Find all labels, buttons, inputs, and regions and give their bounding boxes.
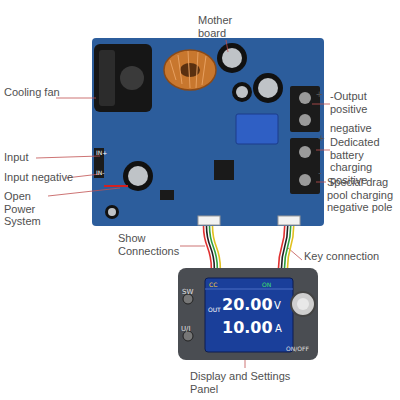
node-text: A	[275, 324, 282, 334]
leader-lines	[36, 40, 330, 368]
node-text: SW	[182, 289, 193, 296]
node-text: 10.00	[222, 320, 273, 336]
capacitor	[232, 82, 252, 102]
terminal-screw	[299, 114, 311, 126]
capacitor	[105, 205, 119, 219]
capacitor	[217, 43, 247, 73]
node-text: ON/OFF	[286, 346, 309, 352]
node-text: OUT	[208, 307, 221, 313]
fan-hub	[120, 66, 144, 90]
lcd-divider	[205, 289, 293, 290]
relay	[236, 114, 278, 144]
node-text: 20.00	[222, 297, 273, 313]
callout-label: Special drag pool charging negative pole	[327, 176, 400, 214]
terminal-screw	[299, 174, 311, 186]
terminal-screw	[299, 92, 311, 104]
input-terminal	[94, 148, 104, 178]
coil-core	[180, 63, 200, 77]
terminal-screw	[299, 146, 311, 158]
capacitor-top	[222, 48, 242, 68]
motherboard: IN+ IN-	[92, 38, 324, 226]
node-text: V	[274, 301, 281, 311]
key-connector	[278, 216, 300, 225]
wire-strand	[213, 226, 221, 268]
node-text: IN-	[96, 170, 104, 176]
capacitor-top	[128, 166, 148, 186]
wire-strand	[204, 226, 212, 268]
ui-button	[183, 331, 193, 341]
lcd-screen	[205, 278, 293, 352]
callout-label: Input negative	[4, 171, 94, 184]
toroid-coil	[164, 50, 216, 90]
cooling-fan	[94, 44, 152, 112]
callout-label: Input	[4, 151, 64, 164]
wire-strand	[285, 226, 291, 268]
display-connector	[198, 216, 220, 225]
capacitor-top	[236, 86, 248, 98]
callout-label: negative	[330, 122, 400, 135]
capacitor-top	[108, 208, 116, 216]
capacitor	[123, 161, 153, 191]
node-text: IN+	[96, 150, 107, 156]
capacitor-top	[258, 78, 278, 98]
power-switch-wire	[104, 185, 128, 187]
node-text: CC	[209, 282, 217, 288]
knob-cap	[297, 298, 309, 310]
capacitor	[253, 73, 283, 103]
chip	[160, 190, 174, 200]
fan-shroud	[99, 50, 115, 106]
callout-label: Cooling fan	[4, 86, 64, 99]
callout-label: +	[318, 132, 330, 145]
callout-label: Mother board	[198, 14, 256, 39]
callout-label: Open Power System	[4, 190, 64, 228]
sw-button	[183, 294, 193, 304]
controller-chip	[214, 160, 234, 180]
wire-bundle	[204, 226, 221, 268]
node-text: U/I	[181, 326, 191, 333]
battery-terminal	[290, 138, 320, 194]
wire-strand	[288, 226, 294, 268]
rotary-knob	[291, 292, 315, 316]
wire-strand	[279, 226, 285, 268]
callout-label: +	[316, 88, 328, 101]
callout-label: -Output positive	[330, 90, 400, 115]
wire-strand	[210, 226, 218, 268]
callout-label: Key connection	[304, 250, 394, 263]
wire-bundle	[279, 226, 294, 268]
node-text: ON	[262, 282, 271, 288]
display-panel: CC ON SW OUT20.00V10.00A U/I ON/OFF	[178, 268, 318, 360]
callout-label: Display and Settings Panel	[190, 370, 320, 395]
output-terminal	[290, 86, 320, 132]
callout-label: Show Connections	[118, 232, 182, 257]
coil-winding	[170, 51, 206, 88]
wire-strand	[207, 226, 215, 268]
wire-strand	[282, 226, 288, 268]
